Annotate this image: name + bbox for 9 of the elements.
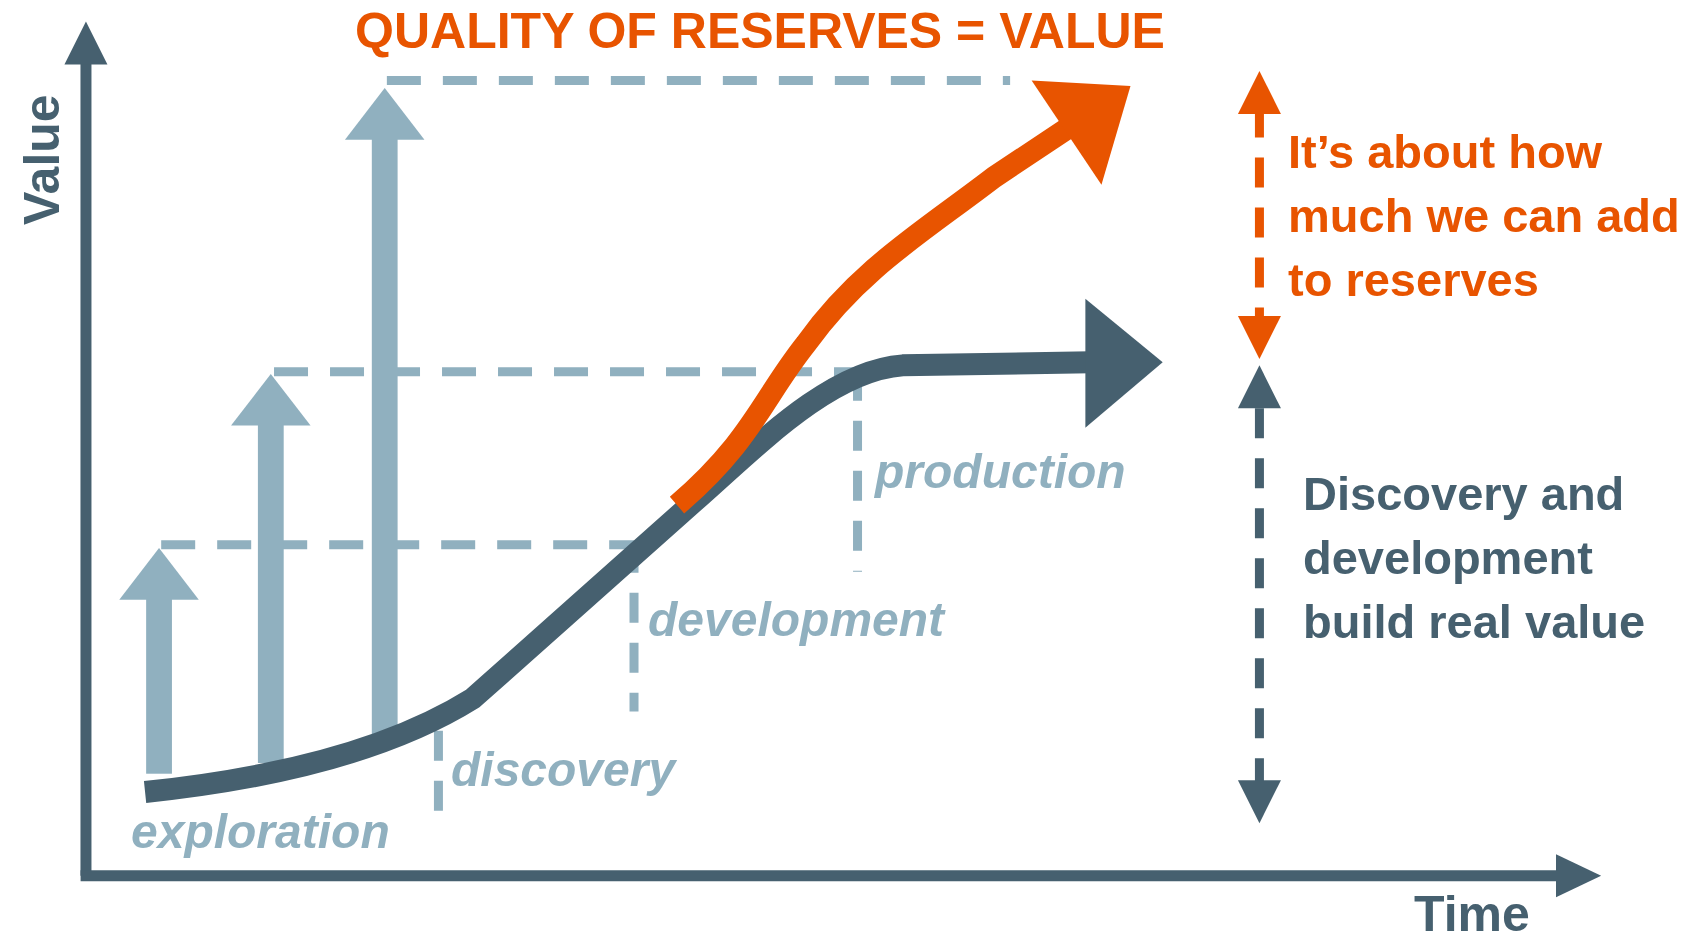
phase-label: exploration <box>131 804 390 860</box>
phase-label: discovery <box>451 742 676 798</box>
title: QUALITY OF RESERVES = VALUE <box>354 2 1166 60</box>
annotation-text: Discovery and development build real value <box>1303 466 1647 650</box>
phase-label: development <box>648 592 945 648</box>
axis-label: Value <box>14 94 71 225</box>
annotation-text: It’s about how much we can add to reserves <box>1288 124 1681 308</box>
phase-label: production <box>875 444 1126 500</box>
axis-label: Time <box>1414 886 1530 939</box>
